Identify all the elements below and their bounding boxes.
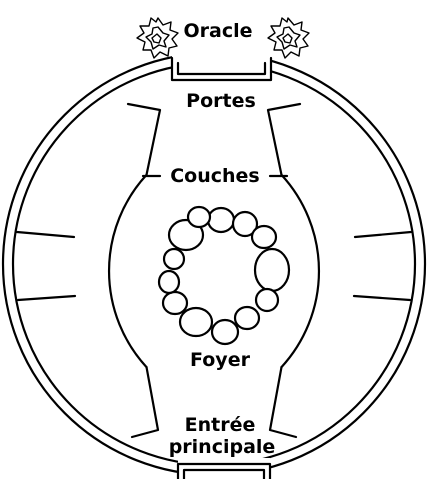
inner-ring [107,173,321,369]
oracle-plant-left-icon [136,17,179,59]
couch-dividers [15,102,413,439]
top-door [170,56,273,82]
main-entrance-label-line2: principale [169,436,276,458]
gates-label: Portes [186,90,256,112]
oracle-label: Oracle [183,20,252,42]
outer-wall [1,51,427,477]
couches-label: Couches [170,165,260,187]
main-entrance-door [176,462,272,479]
hearth-stones [157,205,291,346]
hearth-label: Foyer [190,349,251,371]
main-entrance-label-line1: Entrée [185,414,256,436]
oracle-plant-right-icon [267,17,310,59]
